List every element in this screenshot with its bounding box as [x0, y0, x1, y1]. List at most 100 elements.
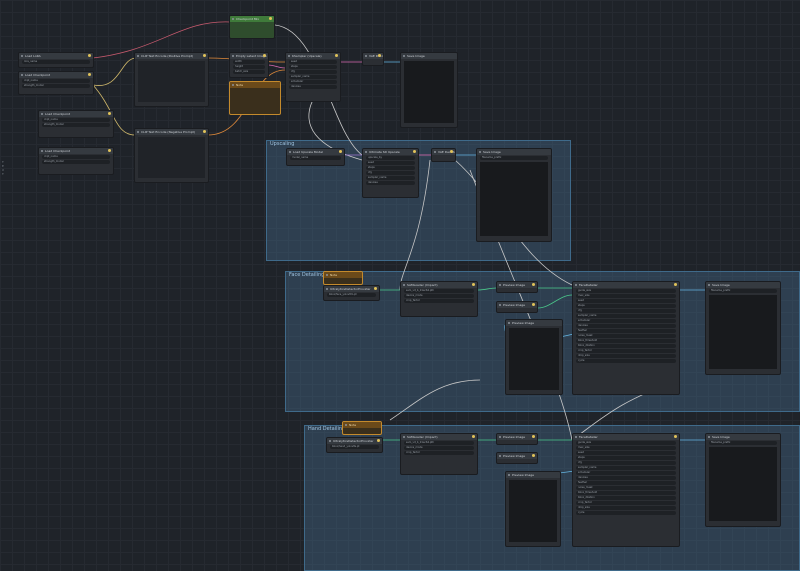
output-socket[interactable]	[378, 54, 381, 57]
face-note-node[interactable]: Note	[323, 271, 363, 285]
widget-crop[interactable]: crop_factor	[404, 451, 474, 455]
widget-device[interactable]: device_mode	[404, 294, 474, 298]
output-socket[interactable]	[203, 130, 206, 133]
ksampler-node[interactable]: KSampler (Upscale) seed steps cfg sample…	[285, 52, 341, 102]
output-socket[interactable]	[263, 54, 266, 57]
widget-bbox-model[interactable]: bbox/face_yolov8m.pt	[327, 293, 376, 297]
output-socket[interactable]	[88, 73, 91, 76]
widget-sam-model[interactable]: sam_vit_b_01ec64.pth	[404, 289, 474, 293]
group-title[interactable]: Hand Detailing	[308, 426, 346, 432]
widget-bbox-dilation[interactable]: bbox_dilation	[576, 496, 676, 500]
widget-scheduler[interactable]: scheduler	[289, 80, 337, 84]
widget-feather[interactable]: feather	[576, 329, 676, 333]
bbox-face-node[interactable]: UltralyticsDetectorProvider bbox/face_yo…	[323, 285, 380, 301]
output-socket[interactable]	[450, 150, 453, 153]
widget-batch[interactable]: batch_size	[233, 70, 265, 74]
widget-seed[interactable]: seed	[576, 451, 676, 455]
output-socket[interactable]	[108, 149, 111, 152]
save-face-node[interactable]: Save Image filename_prefix	[705, 281, 781, 375]
vae-decode-node[interactable]: VAE Decode	[362, 52, 384, 66]
widget-cycle[interactable]: cycle	[576, 511, 676, 515]
preview-image-hand[interactable]: Preview Image	[505, 471, 561, 547]
preview-face-node[interactable]: Preview Image	[496, 281, 538, 293]
widget-max-size[interactable]: max_size	[576, 446, 676, 450]
output-socket[interactable]	[674, 283, 677, 286]
widget-crop[interactable]: crop_factor	[404, 299, 474, 303]
widget-drop-size[interactable]: drop_size	[576, 354, 676, 358]
widget-steps[interactable]: steps	[576, 456, 676, 460]
widget-denoise[interactable]: denoise	[289, 85, 337, 89]
group-title[interactable]: Upscaling	[270, 141, 295, 147]
widget-sampler[interactable]: sampler_name	[289, 75, 337, 79]
output-socket[interactable]	[339, 150, 342, 153]
widget-model-name[interactable]: model_name	[290, 156, 341, 160]
note-text[interactable]	[233, 90, 277, 110]
output-socket[interactable]	[532, 303, 535, 306]
preview-hand-node[interactable]: Preview Image	[496, 433, 538, 445]
clip-positive-node[interactable]: CLIP Text Encode (Positive Prompt)	[134, 52, 209, 107]
widget-steps[interactable]: steps	[576, 304, 676, 308]
widget-filename-prefix[interactable]: filename_prefix	[480, 156, 548, 160]
widget-strength[interactable]: strength_model	[22, 84, 90, 88]
output-socket[interactable]	[203, 54, 206, 57]
widget-cfg[interactable]: cfg	[576, 461, 676, 465]
output-socket[interactable]	[377, 439, 380, 442]
output-socket[interactable]	[532, 283, 535, 286]
widget-height[interactable]: height	[233, 65, 265, 69]
widget-seed[interactable]: seed	[576, 299, 676, 303]
prompt-textarea[interactable]	[138, 137, 205, 178]
widget-width[interactable]: width	[233, 60, 265, 64]
widget-sampler[interactable]: sampler_name	[576, 466, 676, 470]
output-socket[interactable]	[335, 54, 338, 57]
save-image-node[interactable]: Save Image	[400, 52, 458, 128]
widget-feather[interactable]: feather	[576, 481, 676, 485]
upscale-model-node[interactable]: Load Upscale Model model_name	[286, 148, 345, 166]
ckpt-loader-node-2[interactable]: Load Checkpoint ckpt_name strength_model	[38, 147, 114, 175]
widget-guide-size[interactable]: guide_size	[576, 441, 676, 445]
widget-denoise[interactable]: denoise	[576, 324, 676, 328]
save-hand-node[interactable]: Save Image filename_prefix	[705, 433, 781, 527]
output-socket[interactable]	[413, 150, 416, 153]
widget-denoise[interactable]: denoise	[366, 181, 415, 185]
widget-seed[interactable]: seed	[289, 60, 337, 64]
output-socket[interactable]	[88, 54, 91, 57]
load-checkpoint-node[interactable]: Load Checkpoint ckpt_name strength_model	[18, 71, 94, 95]
widget-strength[interactable]: strength_model	[42, 160, 110, 164]
prompt-textarea[interactable]	[138, 61, 205, 102]
bbox-hand-node[interactable]: UltralyticsDetectorProvider bbox/hand_yo…	[326, 437, 383, 453]
widget-cycle[interactable]: cycle	[576, 359, 676, 363]
widget-scheduler[interactable]: scheduler	[576, 471, 676, 475]
widget-bbox-dilation[interactable]: bbox_dilation	[576, 344, 676, 348]
output-socket[interactable]	[472, 435, 475, 438]
checkpoint-mix-node[interactable]: Checkpoint Mix	[229, 15, 275, 39]
widget-strength[interactable]: strength_model	[42, 123, 110, 127]
preview-face-node-2[interactable]: Preview Image	[496, 301, 538, 313]
output-socket[interactable]	[108, 112, 111, 115]
widget-sam-model[interactable]: sam_vit_b_01ec64.pth	[404, 441, 474, 445]
widget-crop-factor[interactable]: crop_factor	[576, 349, 676, 353]
widget-noise-mask[interactable]: noise_mask	[576, 486, 676, 490]
widget-scheduler[interactable]: scheduler	[576, 319, 676, 323]
save-image-node-2[interactable]: Save Image filename_prefix	[476, 148, 552, 242]
output-socket[interactable]	[269, 17, 272, 20]
note-node[interactable]: Note	[229, 81, 281, 115]
face-detailer-node[interactable]: FaceDetailer guide_size max_size seed st…	[572, 281, 680, 395]
widget-bbox-threshold[interactable]: bbox_threshold	[576, 491, 676, 495]
load-lora-node[interactable]: Load LoRA lora_name	[18, 52, 94, 68]
widget-cfg[interactable]: cfg	[289, 70, 337, 74]
widget-lora-name[interactable]: lora_name	[22, 60, 90, 64]
hand-note-node[interactable]: Note	[342, 421, 382, 435]
widget-crop-factor[interactable]: crop_factor	[576, 501, 676, 505]
preview-hand-node-2[interactable]: Preview Image	[496, 452, 538, 464]
widget-max-size[interactable]: max_size	[576, 294, 676, 298]
widget-steps[interactable]: steps	[366, 166, 415, 170]
widget-noise-mask[interactable]: noise_mask	[576, 334, 676, 338]
widget-hand-model[interactable]: bbox/hand_yolov8s.pt	[330, 445, 379, 449]
output-socket[interactable]	[472, 283, 475, 286]
widget-bbox-threshold[interactable]: bbox_threshold	[576, 339, 676, 343]
widget-device[interactable]: device_mode	[404, 446, 474, 450]
vae-decode-node-2[interactable]: VAE Decode	[431, 148, 456, 162]
widget-upscale-by[interactable]: upscale_by	[366, 156, 415, 160]
empty-latent-node[interactable]: Empty Latent Image width height batch_si…	[229, 52, 269, 78]
ckpt-loader-node[interactable]: Load Checkpoint ckpt_name strength_model	[38, 110, 114, 138]
